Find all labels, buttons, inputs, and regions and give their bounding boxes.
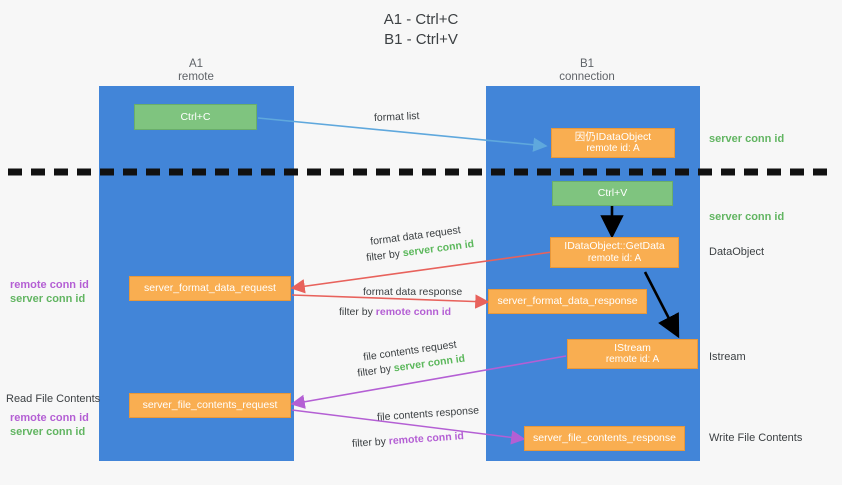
left-label-server-conn-id-1: server conn id [10, 293, 86, 305]
box-ctrl-c-label: Ctrl+C [180, 110, 211, 123]
right-label-istream: Istream [709, 351, 746, 363]
filter-prefix: filter by [339, 306, 376, 318]
box-idataobject-line1: 因仍IDataObject [574, 130, 652, 143]
left-label-read-file-contents: Read File Contents [6, 393, 101, 405]
filter-prefix: filter by [365, 247, 404, 265]
column-b1-sub: connection [559, 71, 615, 83]
filter-prefix: filter by [356, 362, 395, 380]
column-header-a1: A1 remote [96, 58, 296, 84]
box-ctrl-v[interactable]: Ctrl+V [552, 181, 673, 206]
right-label-server-conn-id-1: server conn id [709, 133, 785, 145]
box-server-file-contents-response-label: server_file_contents_response [532, 432, 676, 445]
left-label-remote-conn-id-1: remote conn id [10, 279, 89, 291]
column-a1-name: A1 [188, 58, 204, 70]
box-server-file-contents-request-label: server_file_contents_request [142, 399, 278, 412]
box-istream[interactable]: IStream remote id: A [567, 339, 698, 369]
column-header-b1: B1 connection [487, 58, 687, 84]
title-line-2: B1 - Ctrl+V [384, 31, 458, 48]
box-idataobject-getdata[interactable]: IDataObject::GetData remote id: A [550, 237, 679, 268]
right-label-dataobject: DataObject [709, 246, 765, 258]
filter-prefix: filter by [351, 435, 390, 450]
arrow-label-format-data-response: format data response [363, 286, 463, 298]
box-server-file-contents-response[interactable]: server_file_contents_response [524, 426, 685, 451]
box-ctrl-c[interactable]: Ctrl+C [134, 104, 257, 130]
left-label-server-conn-id-2: server conn id [10, 426, 86, 438]
box-idataobject[interactable]: 因仍IDataObject remote id: A [551, 128, 675, 158]
box-istream-line2: remote id: A [605, 354, 660, 365]
box-getdata-line2: remote id: A [587, 252, 642, 264]
right-label-server-conn-id-2: server conn id [709, 211, 785, 223]
left-label-remote-conn-id-2: remote conn id [10, 412, 89, 424]
right-label-write-file-contents: Write File Contents [709, 432, 803, 444]
box-idataobject-line2: remote id: A [586, 143, 640, 154]
column-b1-name: B1 [579, 58, 595, 70]
box-server-format-data-request[interactable]: server_format_data_request [129, 276, 291, 301]
box-server-format-data-response[interactable]: server_format_data_response [488, 289, 647, 314]
column-a1-sub: remote [178, 71, 214, 83]
arrow-label-format-data-response-filter: filter by remote conn id [339, 306, 451, 319]
arrow-label-file-contents-response: file contents response [376, 404, 480, 424]
box-istream-line1: IStream [614, 341, 651, 354]
box-server-format-data-request-label: server_format_data_request [144, 282, 276, 295]
box-ctrl-v-label: Ctrl+V [597, 187, 628, 200]
filter-value: remote conn id [375, 306, 452, 318]
title-line-1: A1 - Ctrl+C [383, 11, 459, 28]
page-title: A1 - Ctrl+C B1 - Ctrl+V [0, 10, 842, 50]
box-server-format-data-response-label: server_format_data_response [497, 295, 638, 308]
box-getdata-line1: IDataObject::GetData [564, 240, 665, 252]
arrow-label-file-contents-response-filter: filter by remote conn id [352, 430, 465, 451]
arrow-label-format-list: format list [373, 110, 420, 124]
filter-value: remote conn id [388, 430, 465, 448]
box-server-file-contents-request[interactable]: server_file_contents_request [129, 393, 291, 418]
